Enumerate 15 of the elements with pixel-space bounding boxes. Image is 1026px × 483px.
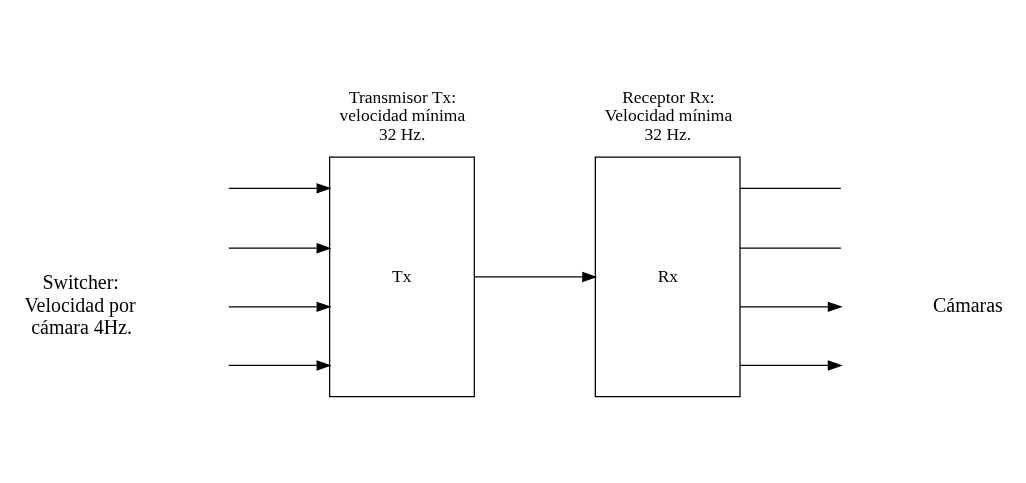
connector <box>739 247 842 249</box>
label: Cámaras <box>932 293 1003 316</box>
label: Switcher: Velocidad por cámara 4Hz. <box>24 270 136 338</box>
connector <box>739 187 842 189</box>
node-label: Receptor Rx: Velocidad mínima 32 Hz. <box>604 86 733 144</box>
arrow <box>228 301 332 312</box>
node-label: Transmisor Tx: velocidad mínima 32 Hz. <box>339 86 466 144</box>
arrow <box>228 182 332 194</box>
arrow <box>228 359 332 371</box>
node-box: Rx <box>594 156 741 397</box>
arrow <box>228 242 332 253</box>
arrow <box>473 271 598 282</box>
arrow <box>739 359 843 371</box>
arrow <box>739 301 843 312</box>
node-box: Tx <box>329 156 475 397</box>
